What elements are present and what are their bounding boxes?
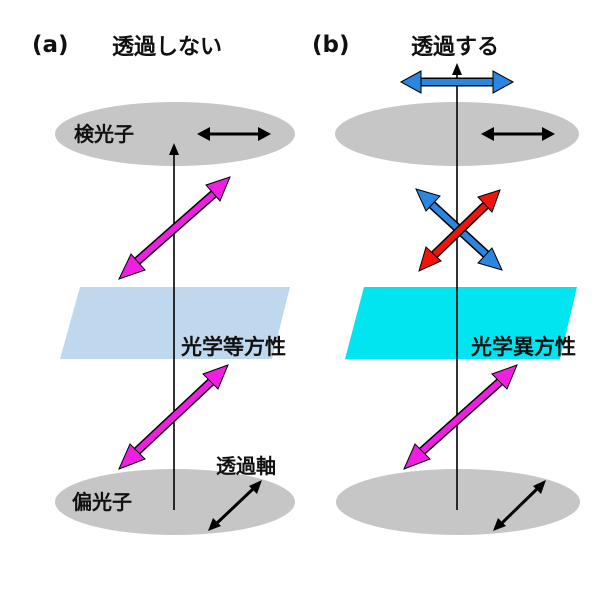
panel-a-letter: (a): [32, 32, 69, 58]
polarizer-axis-arrow-b: [493, 480, 546, 531]
anisotropic-medium: [345, 287, 577, 359]
analyzer-axis-arrow-b: [481, 127, 555, 141]
transmission-axis-label: 透過軸: [216, 454, 276, 478]
polarizer-plate-b: [336, 469, 580, 535]
isotropic-medium: [60, 287, 290, 359]
light-path-arrowhead: [169, 143, 179, 155]
isotropic-medium-label: 光学等方性: [180, 335, 286, 359]
panel-a-title: 透過しない: [112, 34, 222, 60]
polarization-arrow-b: [403, 364, 518, 470]
transmitted-light-arrow: [399, 70, 515, 94]
analyzer-axis-arrow: [197, 127, 271, 141]
polarizer-axis-arrow: [208, 480, 262, 531]
birefringence-arrow-red: [418, 189, 501, 272]
polarizer-label: 偏光子: [72, 490, 132, 514]
analyzer-plate: [55, 102, 295, 166]
polarizer-plate: [55, 469, 295, 535]
light-path-arrowhead-b: [452, 63, 462, 75]
panel-b: (b) 透過する 光学異方性: [312, 32, 580, 535]
panel-a: (a) 透過しない 検光子 光学等方性 透過軸 偏光子: [32, 32, 295, 535]
polarization-arrow-upper: [118, 176, 231, 280]
analyzer-label: 検光子: [74, 122, 134, 146]
panel-b-title: 透過する: [411, 34, 499, 60]
panel-b-letter: (b): [312, 32, 350, 58]
polarization-arrow-lower: [118, 364, 229, 470]
anisotropic-medium-label: 光学異方性: [470, 335, 576, 359]
